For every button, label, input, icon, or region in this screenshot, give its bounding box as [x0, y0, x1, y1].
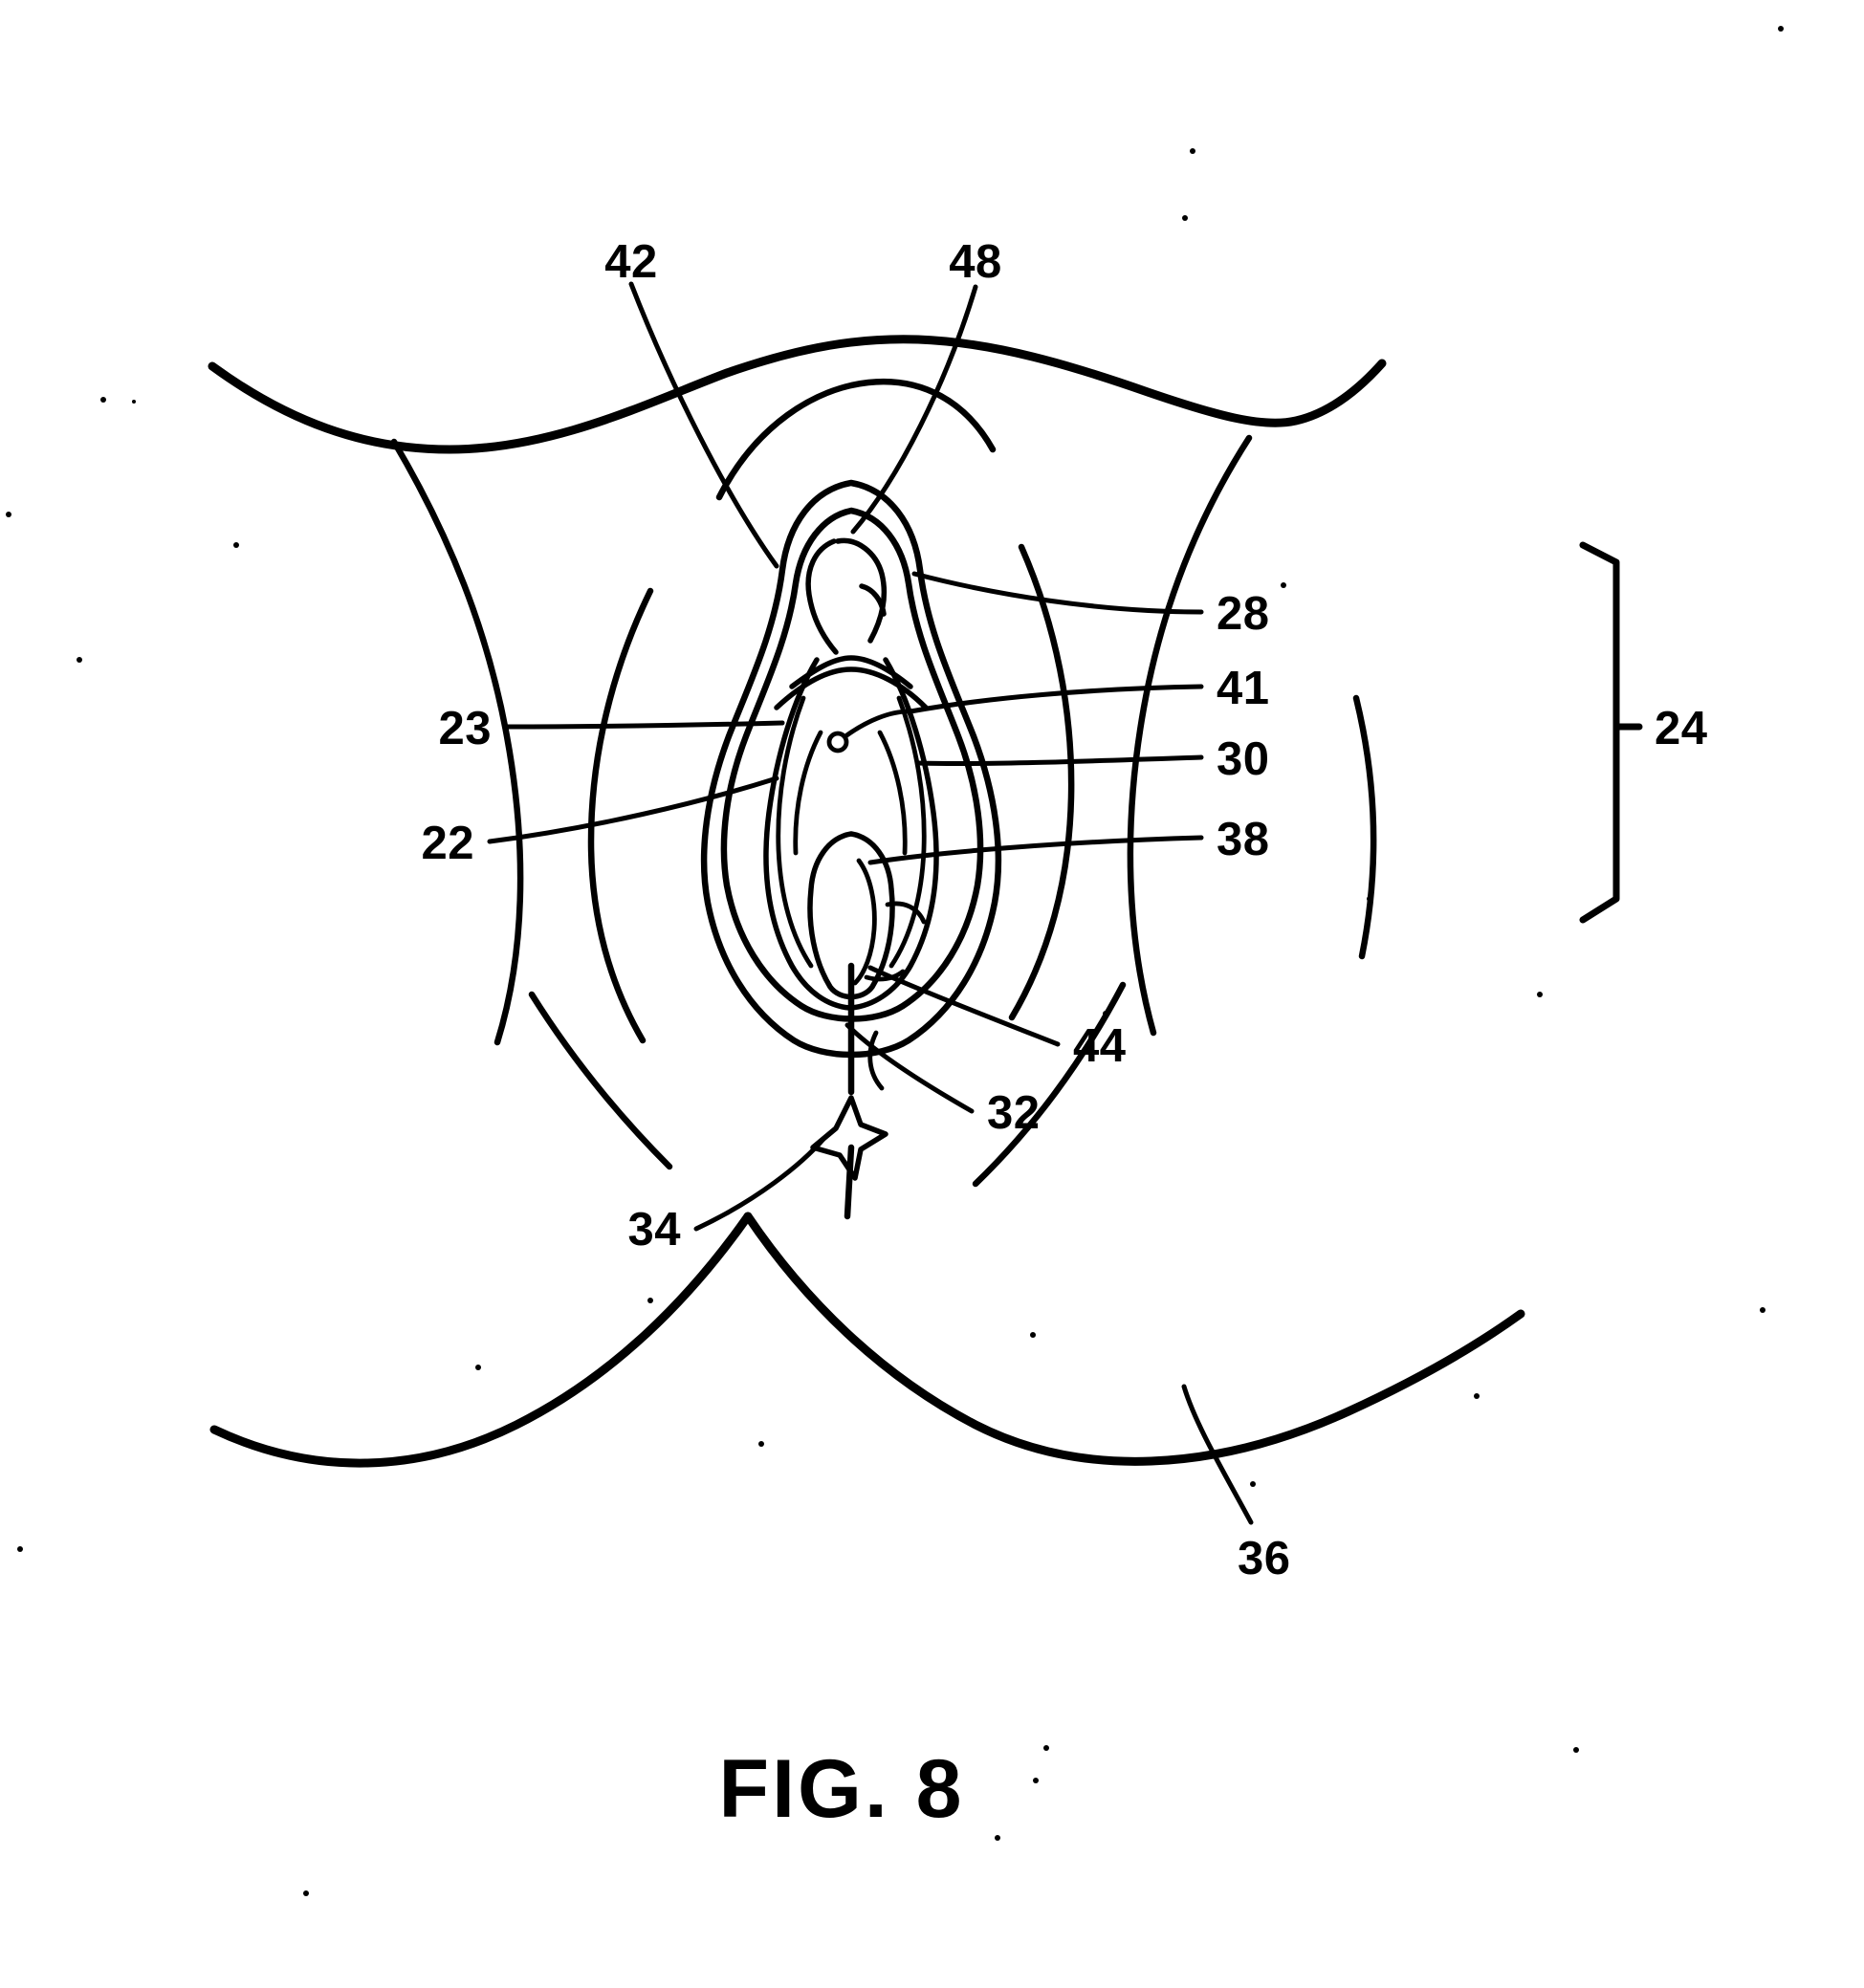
scan-speck [77, 657, 82, 663]
vestibule-fold-right [888, 695, 927, 969]
mons-hood-arch [715, 378, 997, 501]
label-42: 42 [604, 236, 658, 288]
label-24: 24 [1655, 703, 1708, 754]
hymenal-tag-lower [864, 969, 906, 982]
label-41: 41 [1217, 663, 1270, 714]
scan-speck [233, 542, 239, 548]
central-anatomy-group [700, 378, 1002, 1059]
anus-star-group [810, 1095, 888, 1181]
scan-speck [303, 1890, 309, 1896]
leader-line-44 [867, 965, 1061, 1047]
right-outer-hip-line [1352, 694, 1377, 960]
scan-speck [1103, 1011, 1108, 1016]
range-bracket-24 [1579, 541, 1620, 924]
anus-star-shape [810, 1095, 888, 1181]
perineal-lower-line [844, 1144, 855, 1220]
leader-line-23 [504, 720, 785, 730]
vestibule-fold-left [776, 695, 814, 969]
lower-right-buttock-outline [743, 1212, 1525, 1466]
clitoris-glans-curve [859, 583, 887, 617]
left-thigh-crease [390, 438, 524, 1046]
label-28: 28 [1217, 588, 1270, 640]
scan-speck [1033, 1778, 1039, 1783]
body-outline-group [208, 335, 1525, 1468]
label-48: 48 [949, 236, 1002, 288]
bracket-group-24 [1579, 541, 1643, 924]
scan-speck [132, 400, 136, 404]
leader-line-41 [908, 684, 1204, 714]
scan-speck [1043, 1745, 1049, 1751]
scan-speck [475, 1365, 481, 1370]
leader-line-32 [844, 1022, 975, 1114]
urethral-opening-circle [826, 731, 849, 754]
scan-speck [17, 1546, 23, 1552]
scan-speck [100, 397, 106, 403]
right-lower-crease [972, 981, 1127, 1188]
label-23: 23 [438, 703, 492, 754]
label-32: 32 [987, 1087, 1041, 1139]
leader-line-36 [1181, 1384, 1254, 1525]
label-44: 44 [1073, 1020, 1127, 1072]
scan-speck [1367, 896, 1372, 902]
scan-speck [1030, 1332, 1036, 1338]
scan-speck [6, 512, 11, 517]
scan-speck [1760, 1307, 1765, 1313]
perineum-side-tick [867, 1030, 885, 1091]
leader-line-30 [915, 754, 1204, 767]
lower-left-buttock-outline [209, 1212, 753, 1468]
left-outer-fold [587, 587, 654, 1044]
label-22: 22 [421, 818, 474, 869]
clitoral-hood-left [805, 538, 839, 655]
leader-line-group [487, 281, 1254, 1525]
leader-line-34 [693, 1135, 827, 1232]
fourchette-peak-outer [774, 666, 929, 710]
scan-speck [995, 1835, 1000, 1841]
scan-speck [1778, 26, 1784, 32]
leader-line-28 [911, 571, 1204, 615]
labium-majus-outline [700, 479, 1002, 1059]
inner-ridge-left [793, 730, 823, 856]
scan-speck [1537, 992, 1543, 997]
reference-label-group: 42 48 28 41 30 38 23 22 24 44 32 34 36 [421, 236, 1707, 1584]
scan-speck [758, 1441, 764, 1447]
right-outer-fold [1008, 543, 1075, 1021]
label-34: 34 [627, 1204, 681, 1256]
scan-speck [1281, 582, 1286, 588]
introitus-inner-notch [852, 858, 877, 986]
leader-line-42 [628, 281, 779, 569]
scan-speck-group [6, 26, 1784, 1896]
inner-ridge-right [877, 730, 908, 856]
labium-majus-inner-fold [720, 507, 984, 1022]
leader-line-48 [850, 284, 978, 535]
scan-speck [647, 1298, 653, 1303]
leader-line-22 [487, 776, 779, 844]
clitoral-hood-outline [835, 537, 888, 644]
scan-speck [1573, 1747, 1579, 1753]
right-thigh-crease [1127, 434, 1253, 1037]
upper-abdomen-outline [208, 335, 1387, 454]
label-38: 38 [1217, 814, 1270, 865]
label-30: 30 [1217, 733, 1270, 785]
scan-speck [1474, 1393, 1480, 1399]
scan-speck [1190, 148, 1195, 154]
labium-minus-left [763, 657, 852, 1011]
fourchette-peak [789, 655, 913, 689]
leader-line-38 [867, 835, 1204, 865]
left-lower-crease [528, 991, 673, 1170]
scan-speck [1182, 215, 1188, 221]
urethra-stub-line [843, 709, 911, 739]
figure-caption: FIG. 8 [719, 1743, 965, 1835]
label-36: 36 [1238, 1533, 1291, 1584]
hymenal-tag-right [885, 901, 927, 925]
labium-minus-right [848, 657, 939, 1011]
scan-speck [1250, 1481, 1256, 1487]
vaginal-introitus-outline [807, 831, 895, 1000]
